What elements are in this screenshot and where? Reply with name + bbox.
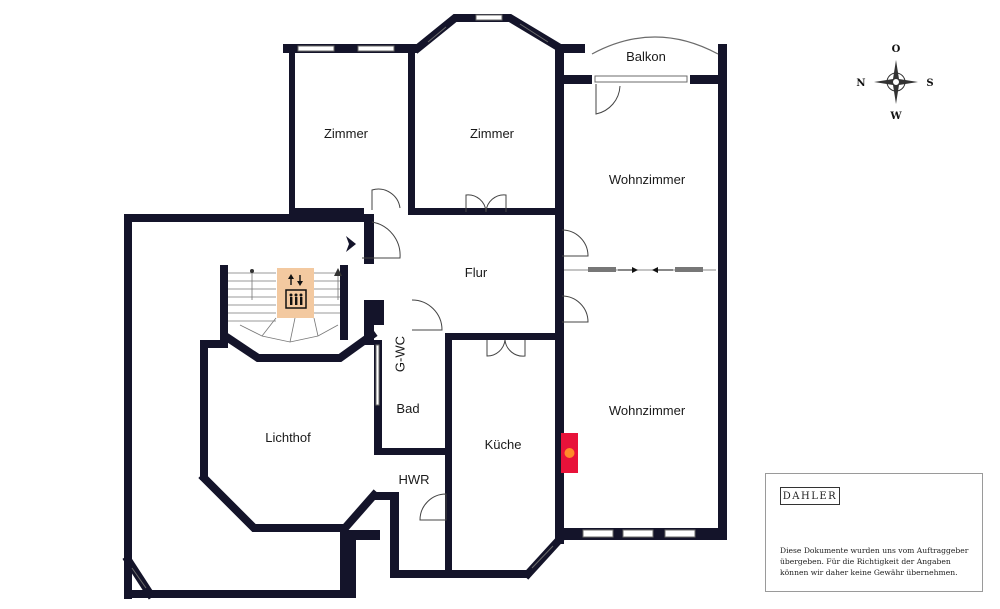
room-label-kueche: Küche: [485, 437, 522, 452]
windows: [297, 14, 696, 538]
dahler-logo: DAHLER: [780, 487, 840, 505]
disclaimer-line-1: Diese Dokumente wurden uns vom Auftragge…: [780, 546, 969, 555]
disclaimer-line-2: übergeben. Für die Richtigkeit der Angab…: [780, 557, 951, 566]
compass-rose-icon: [874, 60, 918, 104]
compass-east: O: [892, 44, 901, 55]
disclaimer-text: Diese Dokumente wurden uns vom Auftragge…: [780, 545, 980, 578]
room-label-flur: Flur: [465, 265, 488, 280]
compass-west: W: [889, 111, 902, 122]
stair-up-arrow: [334, 268, 342, 276]
sliding-door: [588, 267, 703, 273]
room-label-zimmer-1: Zimmer: [324, 126, 369, 141]
stair-start-dot: [250, 269, 254, 273]
walls: [124, 44, 727, 599]
room-label-hwr: HWR: [398, 472, 429, 487]
room-label-wohnzimmer-1: Wohnzimmer: [609, 172, 686, 187]
room-label-balkon: Balkon: [626, 49, 666, 64]
room-label-wohnzimmer-2: Wohnzimmer: [609, 403, 686, 418]
disclaimer-box: DAHLER Diese Dokumente wurden uns vom Au…: [765, 473, 983, 592]
compass-south: S: [926, 78, 933, 89]
room-label-bad: Bad: [396, 401, 419, 416]
elevator: [277, 268, 314, 318]
balcony-railing: [591, 36, 719, 55]
staircase: [228, 272, 340, 343]
fireplace: [561, 433, 578, 473]
window-diagonals: [131, 23, 554, 589]
entrance-arrow-icon: [346, 236, 356, 252]
compass-north: N: [856, 78, 865, 89]
room-label-gwc: G-WC: [392, 336, 407, 372]
room-label-zimmer-2: Zimmer: [470, 126, 515, 141]
room-label-lichthof: Lichthof: [265, 430, 311, 445]
disclaimer-line-3: können wir daher keine Gewähr übernehmen…: [780, 568, 958, 577]
